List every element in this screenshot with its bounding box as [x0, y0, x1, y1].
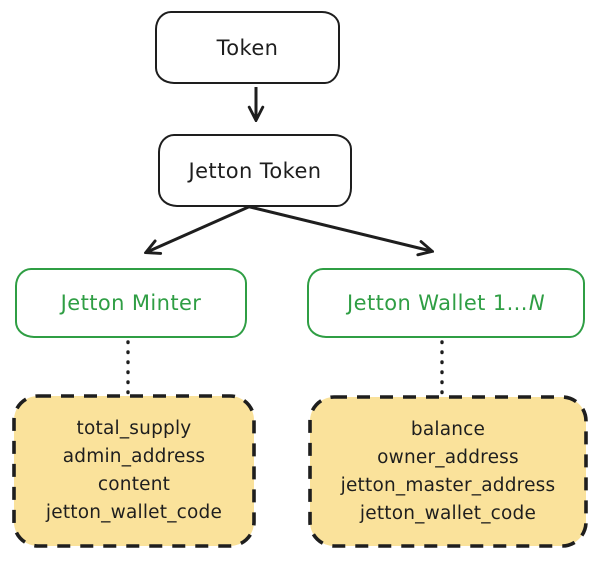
wallet-attribute: jetton_master_address: [340, 474, 556, 496]
node-token: Token: [155, 11, 340, 84]
minter-attribute: jetton_wallet_code: [45, 502, 223, 523]
node-token-label: Token: [216, 35, 279, 60]
node-jetton-token: Jetton Token: [158, 134, 352, 207]
node-jetton-wallet: Jetton Wallet 1...N: [307, 268, 585, 338]
minter-attributes-list: total_supply admin_address content jetto…: [14, 396, 254, 546]
node-jetton-wallet-label: Jetton Wallet 1...: [347, 291, 528, 315]
minter-attributes-box: [12, 394, 256, 548]
node-jetton-minter-label: Jetton Minter: [60, 291, 202, 315]
wallet-attribute: balance: [410, 418, 486, 440]
minter-attribute: total_supply: [76, 418, 192, 439]
wallet-attribute: owner_address: [377, 446, 519, 468]
edge-jetton-token-to-wallet: [241, 203, 431, 251]
wallet-attribute: jetton_wallet_code: [359, 502, 537, 524]
minter-attribute: admin_address: [62, 446, 206, 467]
minter-attribute: content: [97, 474, 171, 495]
node-jetton-minter: Jetton Minter: [15, 268, 247, 338]
node-jetton-wallet-label-n: N: [528, 291, 545, 315]
edge-jetton-token-to-minter: [147, 203, 254, 252]
wallet-attributes-list: balance owner_address jetton_master_addr…: [310, 397, 586, 546]
wallet-attributes-box: [308, 395, 588, 548]
node-jetton-token-label: Jetton Token: [188, 158, 322, 183]
